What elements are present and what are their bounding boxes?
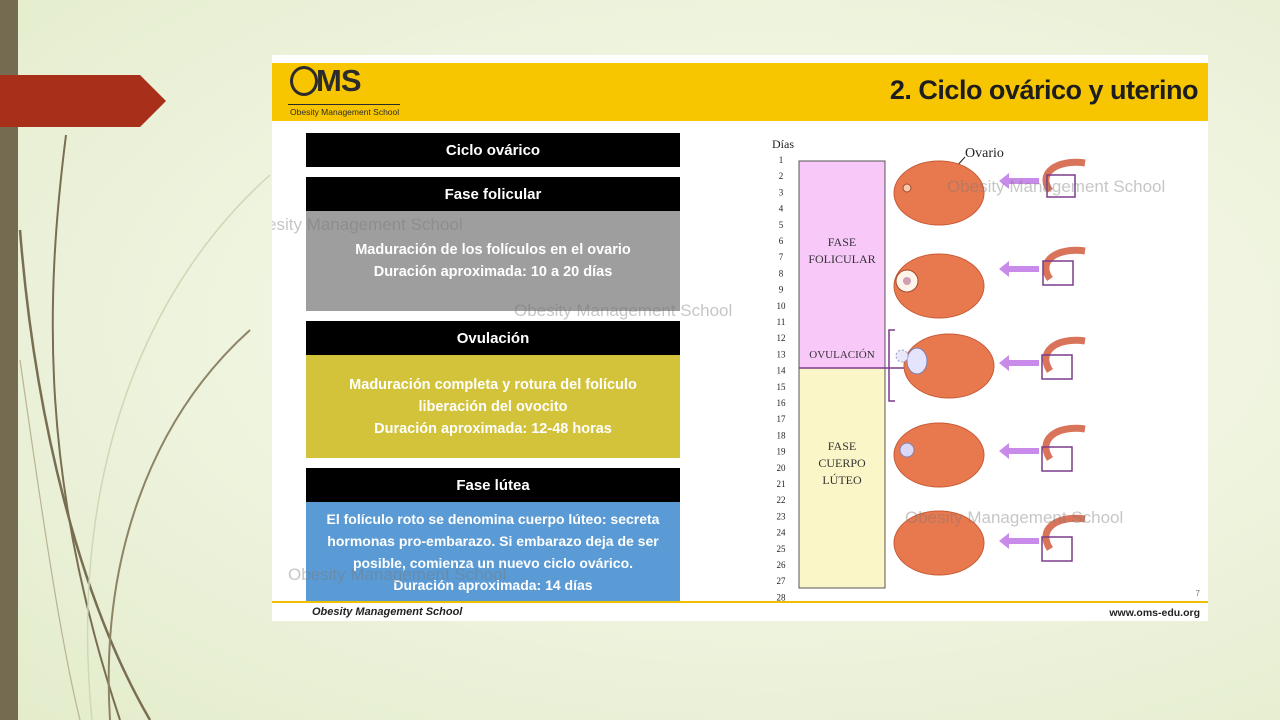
ovary-row-3 [895,333,1086,399]
luteal-line-1: El folículo roto se denomina cuerpo lúte… [326,511,660,527]
oms-logo: MS Obesity Management School [288,63,403,121]
ovary-icon [893,510,985,576]
logo-divider [288,104,400,105]
box-icon [1046,174,1076,198]
day-number: 14 [777,366,787,376]
day-number: 25 [777,544,787,554]
ovarian-cycle-diagram: Días 12345678910111213141516171819202122… [772,137,1086,602]
slide-title: 2. Ciclo ovárico y uterino [889,75,1199,105]
watermark-4: Obesity Management School [905,508,1124,527]
watermark-2: Obesity Management School [514,301,733,320]
day-number: 6 [779,236,784,246]
day-number: 24 [777,528,787,538]
follicular-line-2: Duración aproximada: 10 a 20 días [373,264,613,280]
embedded-slide: MS Obesity Management School 2. Ciclo ov… [272,55,1208,621]
logo-text: MS [316,63,361,98]
watermark-5: Obesity Management School [288,565,507,584]
ovary-row-5 [893,510,1086,576]
day-number: 28 [777,592,787,602]
phase-luteal-label-1: FASE [828,439,856,453]
red-arrow-tab [0,75,166,127]
footer-org: Obesity Management School [312,606,463,618]
phase-luteal-label-2: CUERPO [818,456,866,470]
uterine-tube-icon [1042,246,1086,282]
ovulation-bracket [888,329,895,402]
ovary-label: Ovario [965,146,1004,161]
day-number: 10 [777,301,787,311]
day-number: 23 [777,511,787,521]
day-number: 18 [777,430,787,440]
day-number: 26 [777,560,787,570]
day-number: 13 [777,349,787,359]
day-number: 17 [777,414,787,424]
box-icon [1042,260,1074,286]
ovary-icon [893,160,985,226]
day-number: 27 [777,576,787,586]
uterine-tube-icon [1042,336,1086,373]
uterine-tube-icon [1042,424,1086,461]
ovary-icon [903,333,995,399]
page-number: 7 [1195,589,1200,598]
day-number: 16 [777,398,787,408]
ovary-row-4 [893,422,1086,488]
luteal-phase-header: Fase lútea [306,468,680,502]
box-icon [1041,446,1073,472]
luteal-line-4: Duración aproximada: 14 días [393,577,593,593]
ovulation-header: Ovulación [306,321,680,355]
day-number: 2 [779,171,784,181]
logo-subtitle: Obesity Management School [290,107,400,117]
watermark-1: esity Management School [272,215,463,234]
day-number: 9 [779,285,784,295]
ovary-row-2 [893,246,1086,319]
footer-divider [272,601,1208,603]
ovulation-line-3: Duración aproximada: 12-48 horas [374,420,612,437]
decorative-swooshes [18,134,271,720]
follicular-phase-body: Maduración de los folículos en el ovario… [306,211,680,311]
day-number: 21 [777,479,786,489]
luteal-line-3: posible, comienza un nuevo ciclo ovárico… [352,555,634,571]
luteal-line-2: hormonas pro-embarazo. Si embarazo deja … [327,533,659,549]
luteal-phase-band [798,367,886,589]
day-numbers: 1234567891011121314151617181920212223242… [777,155,787,602]
ovarian-cycle-header: Ciclo ovárico [306,133,680,167]
ovulation-line-2: liberación del ovocito [418,398,568,415]
follicular-phase-band [798,160,886,369]
day-number: 7 [779,252,784,262]
footer-url: www.oms-edu.org [1109,607,1200,619]
uterine-tube-icon [1042,514,1086,551]
box-icon [1041,536,1073,562]
watermark-3: Obesity Management School [947,177,1166,196]
day-number: 19 [777,447,787,457]
day-number: 15 [777,382,787,392]
logo-circle-icon [290,66,318,96]
follicular-phase-header: Fase folicular [306,177,680,211]
day-number: 3 [779,187,784,197]
day-number: 4 [779,204,784,214]
phase-follicular-label-1: FASE [828,235,856,249]
ovary-icon [893,422,985,488]
day-number: 11 [777,317,786,327]
left-accent-bar [0,0,18,720]
luteal-phase-body: El folículo roto se denomina cuerpo lúte… [306,502,680,602]
day-number: 20 [777,463,787,473]
day-number: 5 [779,220,784,230]
slide-header: MS Obesity Management School 2. Ciclo ov… [272,63,1208,121]
day-number: 8 [779,268,784,278]
ovary-row-1 [893,158,1086,226]
days-label: Días [772,137,794,151]
day-number: 22 [777,495,786,505]
day-number: 12 [777,333,786,343]
ovulation-line-1: Maduración completa y rotura del folícul… [349,376,637,393]
ovulation-body: Maduración completa y rotura del folícul… [306,355,680,458]
phase-ovulation-label: OVULACIÓN [809,349,874,361]
box-icon [1041,354,1073,380]
day-number: 1 [779,155,784,165]
ovary-icon [893,253,985,319]
phase-follicular-label-2: FOLICULAR [808,252,875,266]
follicular-line-1: Maduración de los folículos en el ovario [355,242,631,258]
phase-luteal-label-3: LÚTEO [822,473,862,487]
